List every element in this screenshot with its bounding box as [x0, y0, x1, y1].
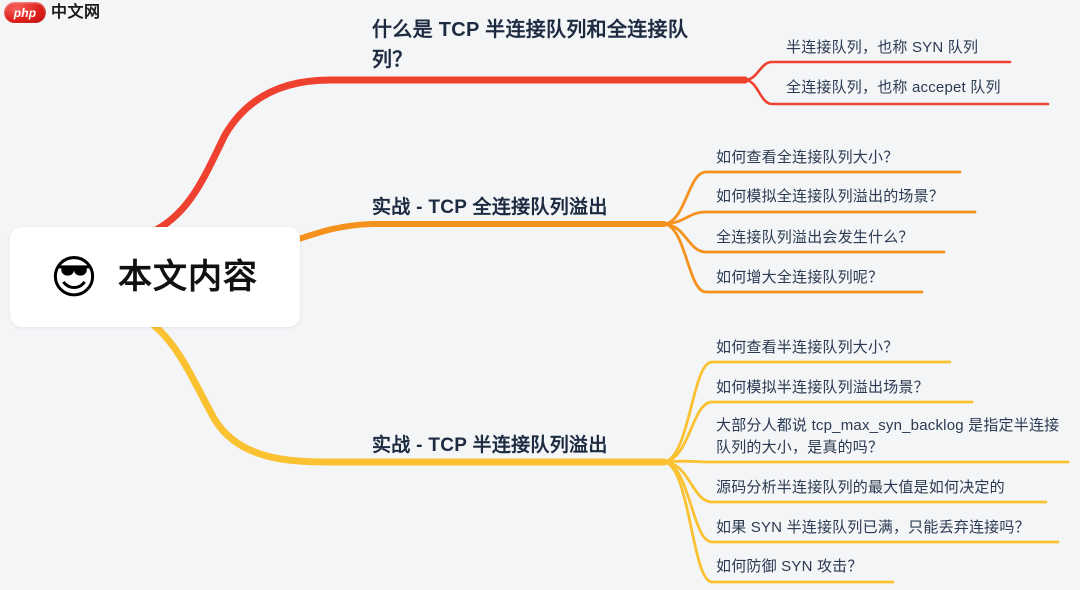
orange-leaf-connector-4 [662, 222, 924, 294]
branch-node-yellow[interactable]: 实战 - TCP 半连接队列溢出 [372, 435, 608, 456]
red-leaf-connector-2 [743, 78, 1050, 106]
orange-leaf-connector-2 [662, 210, 977, 226]
yellow-leaf-connector-2 [662, 400, 974, 464]
leaf-orange-3[interactable]: 全连接队列溢出会发生什么？ [716, 229, 914, 246]
branch-node-red[interactable]: 什么是 TCP 半连接队列和全连接队列？ [372, 19, 689, 71]
yellow-leaf-connector-6 [662, 460, 895, 584]
leaf-yellow-2[interactable]: 如何模拟半连接队列溢出场景？ [716, 379, 929, 396]
orange-branch-group [293, 170, 977, 294]
leaf-orange-2[interactable]: 如何模拟全连接队列溢出的场景？ [716, 188, 945, 205]
yellow-branch-group [146, 318, 1070, 584]
php-chinese-watermark: php 中文网 [4, 2, 101, 23]
leaf-red-2[interactable]: 全连接队列，也称 accepet 队列 [786, 79, 1001, 96]
watermark-label: 中文网 [51, 3, 101, 21]
leaf-yellow-3[interactable]: 大部分人都说 tcp_max_syn_backlog 是指定半连接队列的大小，是… [716, 417, 1060, 456]
yellow-leaf-connector-3 [662, 459, 1070, 464]
sunglasses-face-emoji: 😎 [50, 251, 98, 303]
leaf-red-1[interactable]: 半连接队列，也称 SYN 队列 [786, 39, 979, 56]
php-logo-text: php [13, 5, 37, 20]
red-trunk-line [146, 76, 749, 237]
orange-leaf-connector-1 [662, 170, 962, 226]
red-branch-group [146, 60, 1050, 237]
orange-trunk-line [293, 221, 667, 243]
yellow-trunk-line [146, 318, 668, 466]
leaf-orange-1[interactable]: 如何查看全连接队列大小？ [716, 149, 899, 166]
leaf-yellow-4[interactable]: 源码分析半连接队列的最大值是如何决定的 [716, 479, 1005, 496]
root-node[interactable]: 😎 本文内容 [10, 227, 300, 327]
root-node-label: 本文内容 [117, 258, 258, 296]
leaf-orange-4[interactable]: 如何增大全连接队列呢？ [716, 269, 884, 286]
leaf-yellow-1[interactable]: 如何查看半连接队列大小？ [716, 339, 899, 356]
yellow-leaf-connector-1 [662, 360, 952, 464]
leaf-yellow-6[interactable]: 如何防御 SYN 攻击？ [716, 558, 863, 575]
branch-node-orange[interactable]: 实战 - TCP 全连接队列溢出 [372, 197, 608, 218]
leaf-yellow-5[interactable]: 如果 SYN 半连接队列已满，只能丢弃连接吗？ [716, 519, 1030, 536]
php-logo-icon: php [4, 2, 46, 23]
